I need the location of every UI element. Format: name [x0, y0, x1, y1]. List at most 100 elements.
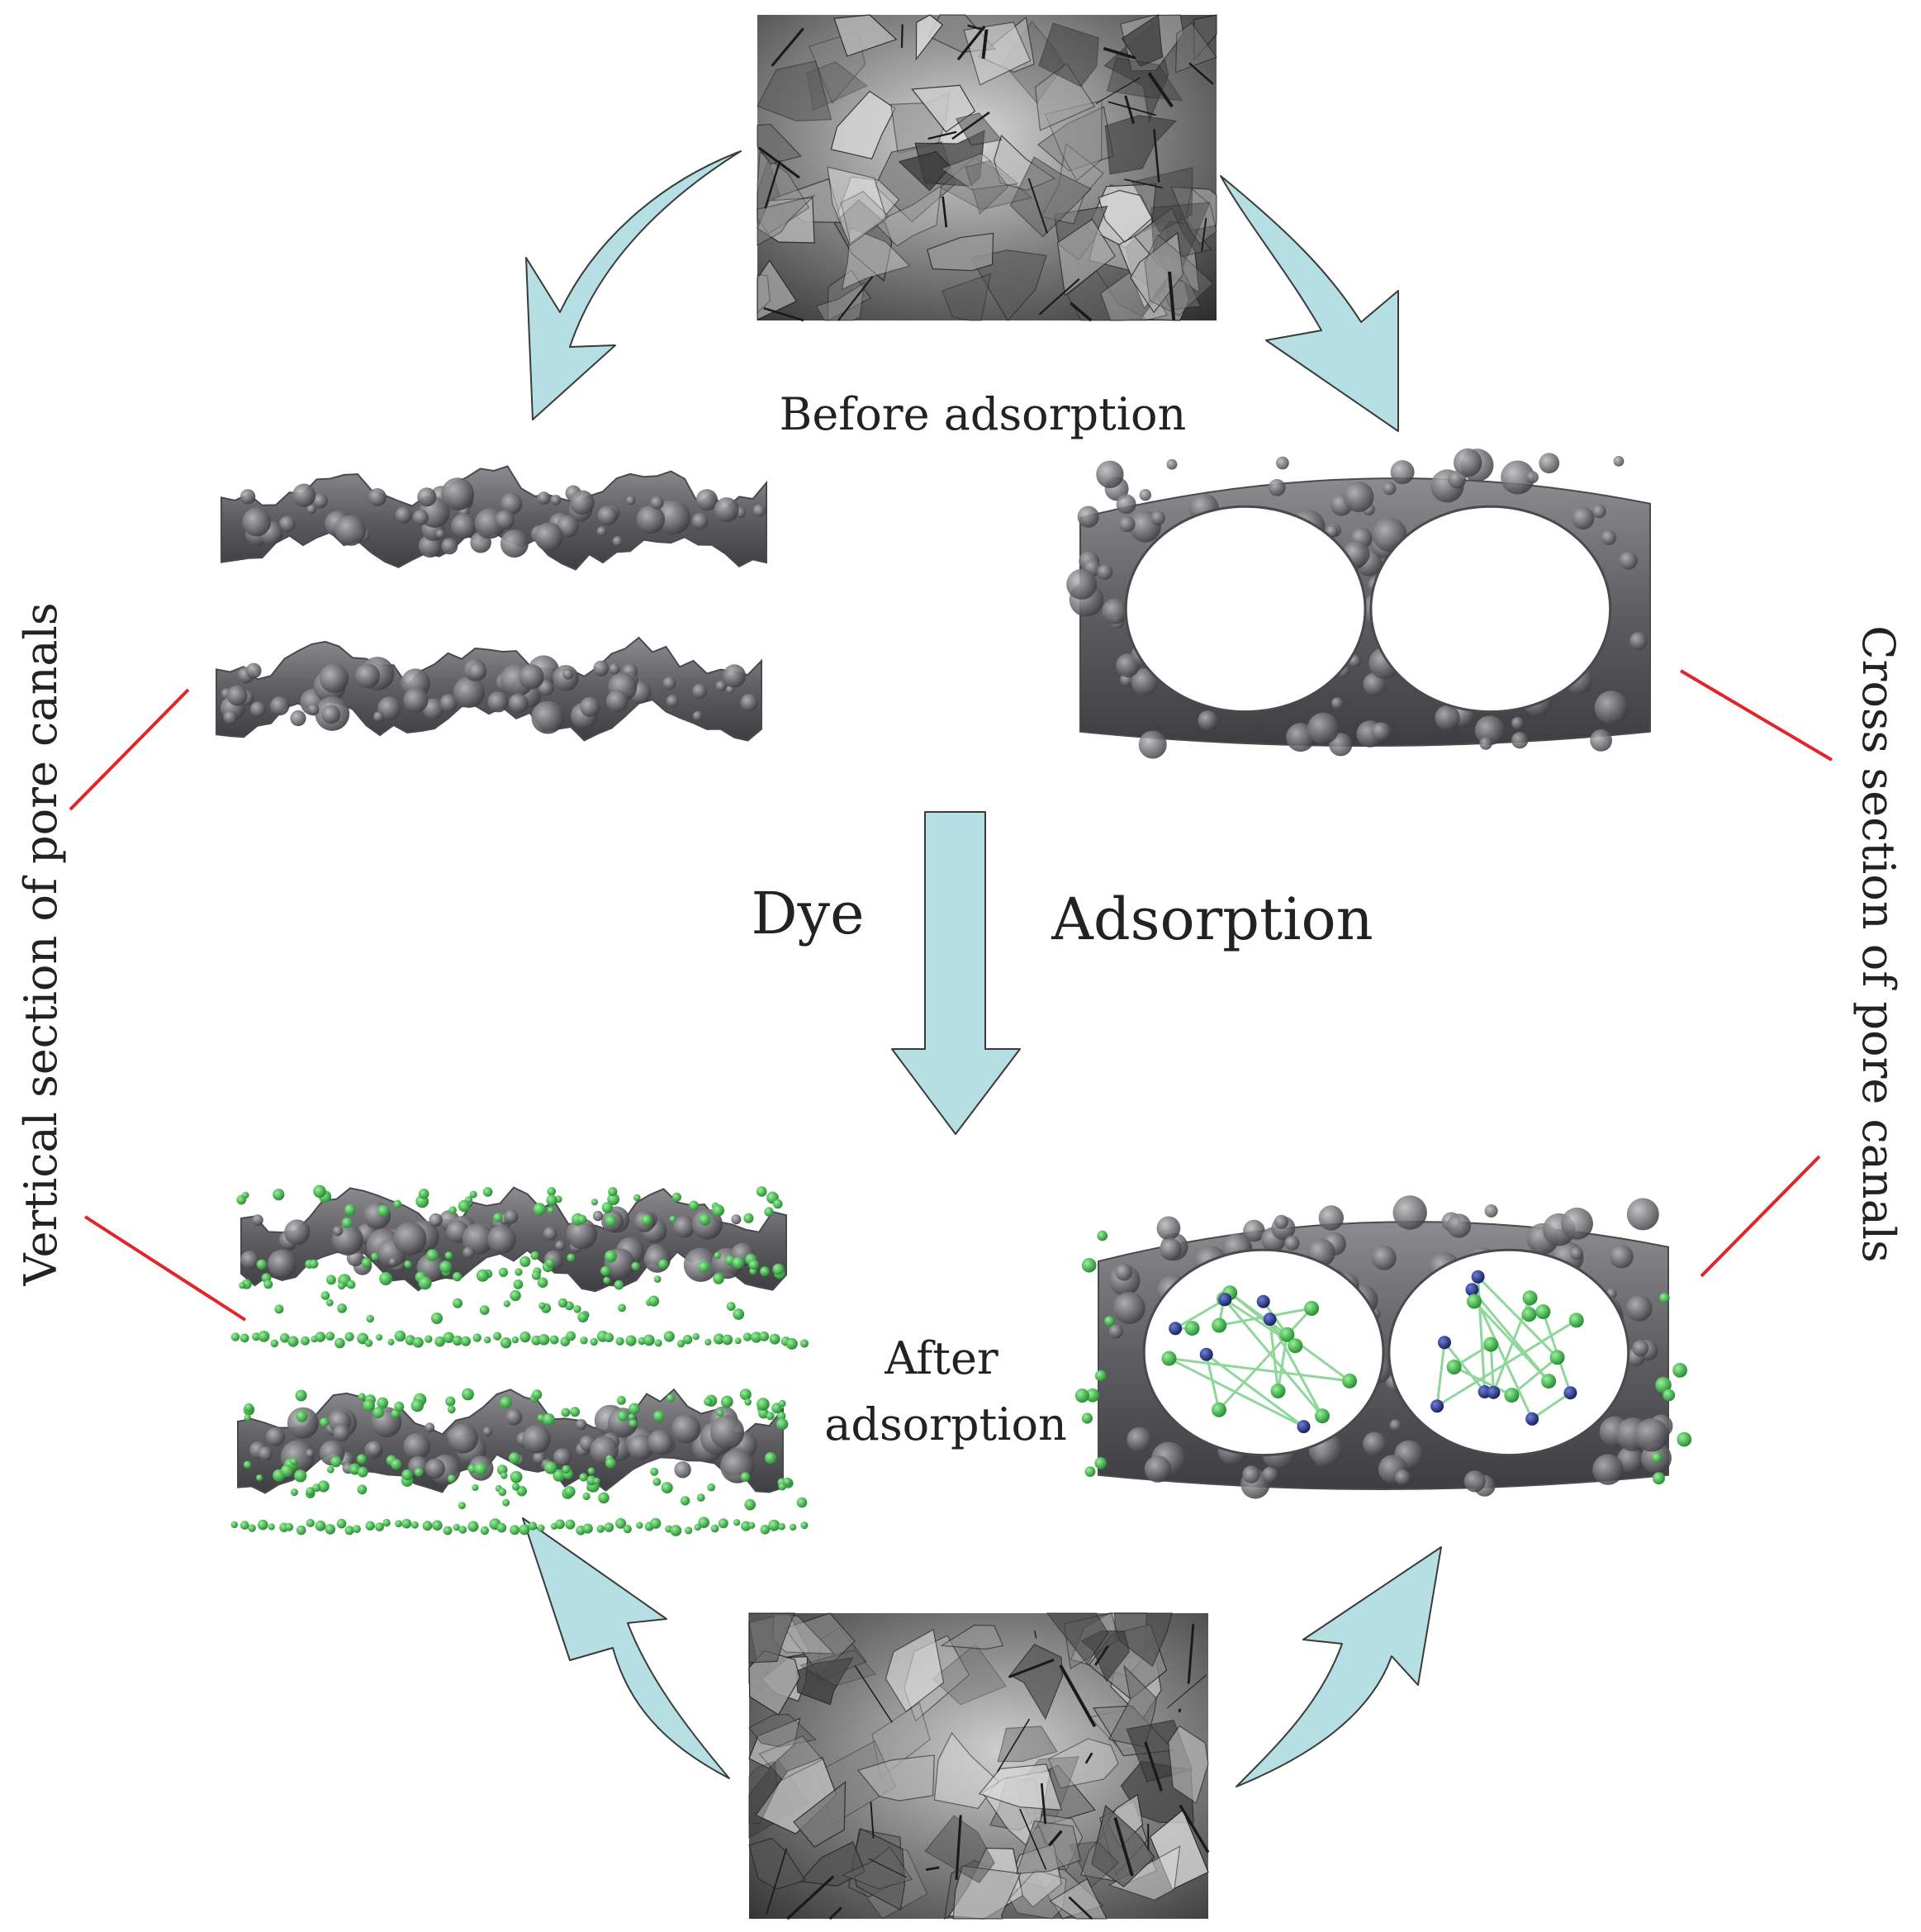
sem-texture-crack — [1167, 1674, 1207, 1709]
dye-bead — [726, 1302, 736, 1311]
wall-nodule — [537, 491, 551, 505]
dye-bead — [783, 1477, 792, 1487]
dye-bead — [326, 1275, 336, 1285]
wall-nodule — [1139, 489, 1152, 501]
wall-nodule — [388, 1257, 397, 1266]
sem-texture-flake — [1037, 106, 1114, 172]
dye-bead — [425, 1335, 433, 1343]
dye-bead — [258, 1331, 270, 1342]
dye-bead — [315, 1332, 326, 1342]
wall-nodule — [1262, 1466, 1278, 1483]
wall-nodule — [605, 690, 628, 713]
dye-bead — [680, 1496, 690, 1506]
wall-nodule — [538, 680, 554, 696]
wall-nodule — [1454, 448, 1482, 477]
wall-nodule — [1561, 1208, 1593, 1240]
dye-bead — [778, 1522, 785, 1531]
wall-nodule — [656, 500, 691, 535]
sem-texture-crack — [766, 1848, 788, 1915]
wall-nodule — [1448, 470, 1467, 489]
dye-bead — [617, 1411, 628, 1422]
dye-atom-carbon — [1549, 1350, 1565, 1365]
dye-bead — [357, 1454, 367, 1464]
dye-bead — [696, 1493, 705, 1502]
sem-texture-flake — [1144, 234, 1214, 316]
dye-bead — [586, 1475, 597, 1486]
wall-nodule — [1274, 1214, 1288, 1229]
curved-arrow-top-right — [1220, 175, 1399, 432]
wall-nodule — [425, 1422, 435, 1433]
wall-nodule — [487, 691, 509, 713]
wall-nodule — [1474, 715, 1505, 746]
dye-bead — [372, 1407, 384, 1418]
pore-canal-opening — [1124, 505, 1367, 714]
wall-nodule — [1511, 732, 1529, 749]
wall-nodule — [1066, 568, 1098, 600]
dye-bead — [336, 1518, 347, 1529]
sem-texture-crack — [981, 29, 989, 59]
dye-bead — [573, 1305, 581, 1313]
sem-texture-flake — [799, 1841, 866, 1887]
dye-bead — [598, 1492, 610, 1504]
dye-bead — [377, 1397, 389, 1409]
dye-bead — [704, 1397, 713, 1406]
cross-section-before — [1066, 448, 1651, 759]
dye-bead — [1662, 1388, 1676, 1402]
wall-nodule — [555, 1240, 566, 1251]
dye-bead — [279, 1333, 290, 1343]
dye-bead — [294, 1469, 307, 1483]
sem-texture-crack — [1038, 278, 1080, 316]
wall-nodule — [562, 668, 574, 680]
sem-texture-flake — [757, 259, 798, 320]
wall-nodule — [252, 1214, 263, 1226]
dye-bead — [580, 1336, 588, 1345]
after-adsorption-label-line1: After — [884, 1332, 998, 1384]
dye-bead — [404, 1260, 412, 1269]
dye-atom-nitrogen — [1525, 1412, 1539, 1426]
dye-bead — [658, 1259, 668, 1270]
dye-bead — [739, 1388, 752, 1401]
wall-nodule — [692, 710, 703, 721]
dye-bead — [604, 1332, 614, 1343]
curved-arrow-top-left — [525, 150, 742, 420]
dye-bead — [547, 1187, 557, 1196]
dye-atom-carbon — [1161, 1351, 1177, 1366]
dye-bond — [1277, 1334, 1288, 1392]
dye-bead — [376, 1334, 383, 1341]
dye-bead — [502, 1498, 510, 1507]
dye-bead — [603, 1276, 611, 1284]
dye-bead — [344, 1332, 354, 1341]
vertical-section-before — [216, 465, 767, 742]
dye-bead — [636, 1521, 643, 1529]
dye-bead — [325, 1298, 334, 1307]
sem-texture-flake — [793, 1780, 847, 1848]
dye-bead — [401, 1518, 412, 1529]
wall-nodule — [1479, 737, 1492, 750]
dye-bead — [371, 1252, 379, 1261]
wall-nodule — [626, 496, 636, 506]
dye-atom-carbon — [1522, 1290, 1538, 1306]
wall-nodule — [1619, 551, 1638, 570]
dye-bead — [472, 1333, 481, 1342]
dye-bead — [422, 1521, 433, 1531]
wall-nodule — [245, 662, 262, 679]
dye-bead — [510, 1289, 521, 1302]
dye-bead — [357, 1466, 368, 1478]
dye-bead — [236, 1194, 247, 1205]
dye-bead — [394, 1330, 406, 1342]
dye-bead — [434, 1336, 445, 1347]
dye-bead — [393, 1199, 402, 1208]
sem-texture-crack — [1094, 1645, 1109, 1666]
wall-nodule — [307, 704, 320, 715]
sem-texture-crack — [1187, 1623, 1195, 1684]
wall-nodule — [1144, 1455, 1172, 1483]
wall-nodule — [1570, 1246, 1583, 1260]
sem-texture-flake — [978, 1763, 1063, 1811]
wall-nodule — [287, 1407, 319, 1439]
dye-atom-carbon — [1279, 1327, 1295, 1342]
wall-nodule — [1610, 1244, 1634, 1269]
dye-bead — [453, 1298, 463, 1308]
dye-bead — [607, 1193, 620, 1206]
dye-bead — [498, 1267, 509, 1277]
dye-bead — [230, 1332, 240, 1341]
